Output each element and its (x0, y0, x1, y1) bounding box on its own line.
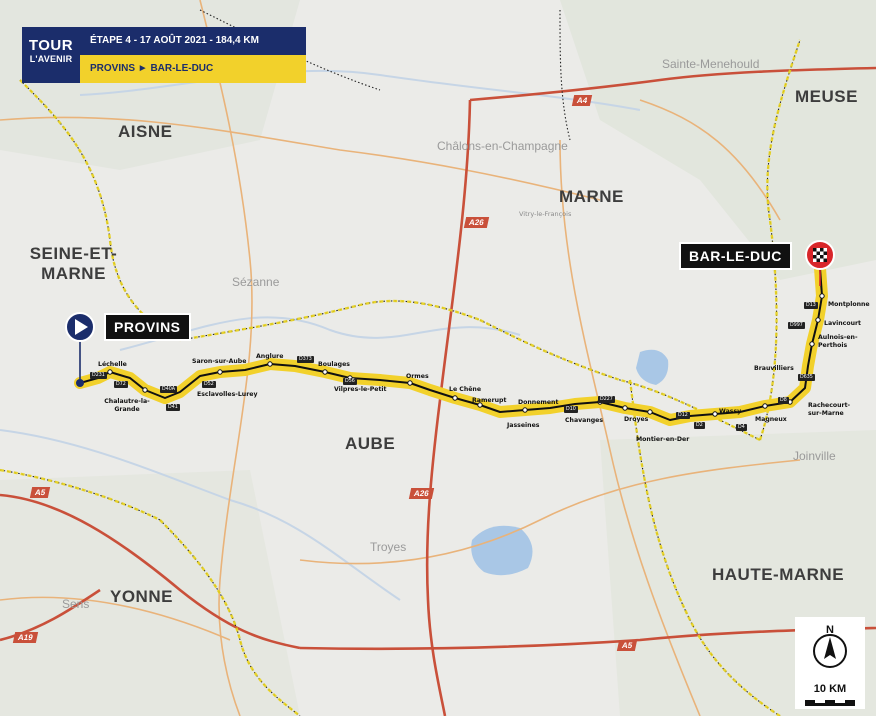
stage-info: ÉTAPE 4 - 17 AOÛT 2021 - 184,4 KM (80, 27, 306, 55)
highway-a26-south: A26 (408, 488, 434, 499)
start-label[interactable]: PROVINS (104, 313, 191, 341)
place-lavincourt: Lavincourt (824, 320, 862, 327)
road-d56: D56 (343, 378, 357, 385)
checkered-flag-icon (813, 248, 827, 262)
logo-line-1: TOUR (28, 37, 74, 54)
place-esclavolles: Esclavolles-Lurey (197, 391, 258, 398)
road-d72: D72 (114, 381, 128, 388)
place-boulages: Boulages (318, 361, 350, 368)
city-joinville: Joinville (793, 449, 836, 463)
highway-a5-east: A5 (616, 640, 638, 651)
start-marker[interactable] (65, 312, 95, 387)
road-d373: D373 (297, 356, 314, 363)
scale-label: 10 KM (813, 683, 847, 695)
road-d4: D4 (736, 424, 747, 431)
tour-de-lavenir-logo: TOUR L'AVENIR (22, 27, 80, 83)
region-aisne: AISNE (118, 122, 173, 141)
road-d635: D635 (798, 374, 815, 381)
place-saron: Saron-sur-Aube (192, 358, 247, 365)
highway-a26-north: A26 (463, 217, 489, 228)
road-d8: D8 (778, 397, 789, 404)
highway-a5-west: A5 (29, 487, 51, 498)
city-troyes: Troyes (370, 540, 407, 554)
scale-compass-box: N 10 KM (795, 617, 865, 709)
road-d40a: D40A (160, 386, 178, 393)
place-lechelle: Léchelle (98, 361, 127, 368)
place-donnement: Donnement (518, 399, 559, 406)
region-yonne: YONNE (110, 587, 173, 606)
place-montier-en-der: Montier-en-Der (636, 436, 690, 443)
region-meuse: MEUSE (795, 87, 858, 106)
place-vilpres: Vilpres-le-Petit (334, 386, 387, 393)
lake-orient (471, 525, 533, 576)
place-magneux: Magneux (755, 416, 787, 423)
region-marne: MARNE (559, 187, 624, 206)
place-jasseines: Jasseines (507, 422, 540, 429)
place-anglure: Anglure (256, 353, 284, 360)
place-chavanges: Chavanges (565, 417, 604, 424)
place-aulnois: Aulnois-en-Perthois (818, 334, 858, 349)
svg-text:N: N (826, 624, 834, 636)
place-brauvilliers: Brauvilliers (754, 365, 794, 372)
region-aube: AUBE (345, 434, 396, 453)
stage-header: TOUR L'AVENIR ÉTAPE 4 - 17 AOÛT 2021 - 1… (22, 27, 306, 83)
lake-der (636, 349, 669, 385)
place-rachecourt: Rachecourt-sur-Marne (808, 402, 851, 417)
city-sens: Sens (62, 597, 90, 611)
region-seine-et-marne: SEINE-ET-MARNE (29, 244, 118, 283)
road-d231: D231 (90, 372, 107, 379)
road-d10: D10 (564, 406, 578, 413)
place-wassy: Wassy (719, 408, 742, 415)
city-vitry: Vitry-le-François (519, 210, 572, 218)
road-d997: D997 (788, 322, 805, 329)
place-montplonne: Montplonne (828, 301, 870, 308)
road-d2: D2 (694, 422, 705, 429)
place-ramerupt: Ramerupt (472, 397, 507, 404)
place-droyes: Droyes (624, 416, 649, 423)
highway-a4: A4 (571, 95, 593, 106)
place-chalautre: Chalautre-la-Grande (104, 398, 150, 413)
play-icon (75, 319, 88, 335)
scale-bar (805, 700, 855, 706)
compass-north-icon: N (813, 624, 847, 668)
place-ormes: Ormes (406, 373, 429, 380)
finish-label[interactable]: BAR-LE-DUC (679, 242, 792, 270)
stage-route: PROVINS ► BAR-LE-DUC (80, 55, 306, 83)
logo-line-2: L'AVENIR (29, 54, 73, 64)
road-d41: D41 (166, 404, 180, 411)
region-haute-marne: HAUTE-MARNE (712, 565, 845, 584)
road-d13: D13 (804, 302, 818, 309)
highway-a19: A19 (12, 632, 38, 643)
city-sezanne: Sézanne (232, 275, 280, 289)
city-sainte-menehould: Sainte-Menehould (662, 57, 760, 71)
road-d52: D52 (202, 381, 216, 388)
road-d12: D12 (676, 412, 690, 419)
road-d227: D227 (598, 396, 615, 403)
city-chalons: Châlons-en-Champagne (437, 139, 568, 153)
finish-marker[interactable] (805, 240, 835, 286)
place-le-chene: Le Chêne (449, 386, 482, 393)
